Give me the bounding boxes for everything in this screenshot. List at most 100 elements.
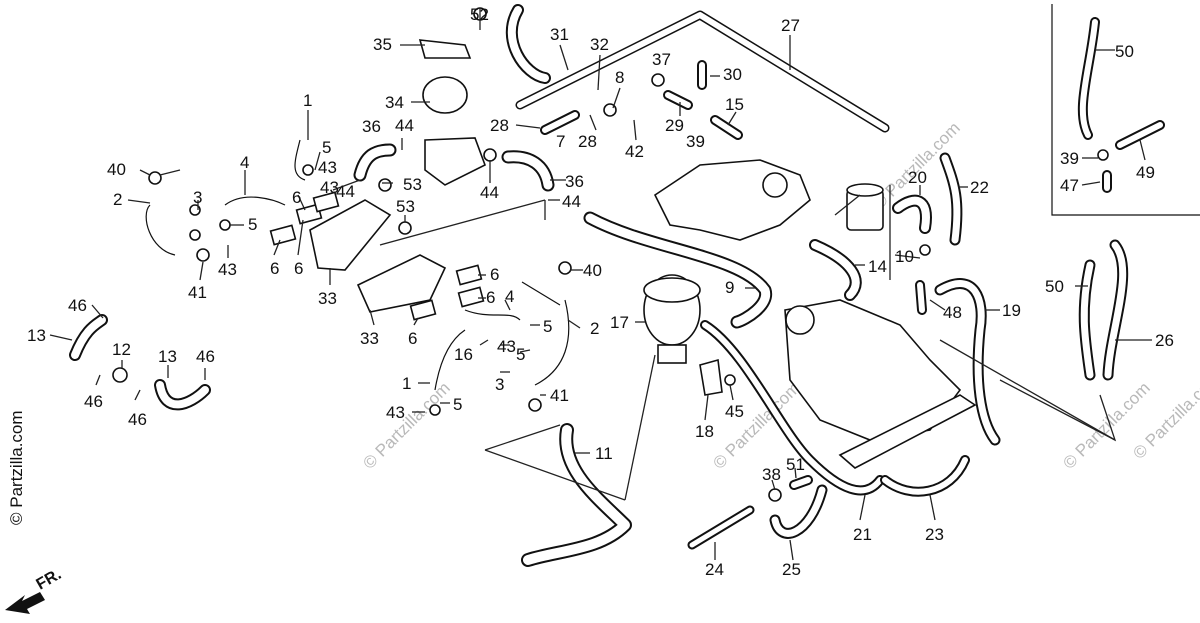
label-30[interactable]: 30: [723, 65, 742, 84]
label-53[interactable]: 53: [396, 197, 415, 216]
label-13[interactable]: 13: [158, 347, 177, 366]
label-2[interactable]: 2: [113, 190, 122, 209]
label-34[interactable]: 34: [385, 93, 404, 112]
label-53[interactable]: 53: [403, 175, 422, 194]
label-6[interactable]: 6: [490, 265, 499, 284]
label-33[interactable]: 33: [360, 329, 379, 348]
label-3[interactable]: 3: [495, 375, 504, 394]
label-49[interactable]: 49: [1136, 163, 1155, 182]
direction-label: FR.: [34, 566, 65, 594]
label-36[interactable]: 36: [362, 117, 381, 136]
label-44[interactable]: 44: [562, 192, 581, 211]
label-2[interactable]: 2: [590, 319, 599, 338]
label-43[interactable]: 43: [218, 260, 237, 279]
label-20[interactable]: 20: [908, 168, 927, 187]
label-37[interactable]: 37: [652, 50, 671, 69]
label-28[interactable]: 28: [490, 116, 509, 135]
air-block-lower: [356, 254, 447, 313]
label-40[interactable]: 40: [583, 261, 602, 280]
label-1[interactable]: 1: [402, 374, 411, 393]
label-42[interactable]: 42: [625, 142, 644, 161]
label-5[interactable]: 5: [453, 395, 462, 414]
label-39[interactable]: 39: [1060, 149, 1079, 168]
label-26[interactable]: 26: [1155, 331, 1174, 350]
label-4[interactable]: 4: [240, 153, 249, 172]
label-15[interactable]: 15: [725, 95, 744, 114]
label-8[interactable]: 8: [615, 68, 624, 87]
label-19[interactable]: 19: [1002, 301, 1021, 320]
label-6[interactable]: 6: [408, 329, 417, 348]
label-6[interactable]: 6: [292, 188, 301, 207]
label-46[interactable]: 46: [196, 347, 215, 366]
label-32[interactable]: 32: [590, 35, 609, 54]
label-46[interactable]: 46: [128, 410, 147, 429]
arrow-icon: [5, 592, 45, 614]
label-7[interactable]: 7: [556, 132, 565, 151]
label-6[interactable]: 6: [270, 259, 279, 278]
label-16[interactable]: 16: [454, 345, 473, 364]
label-27[interactable]: 27: [781, 16, 800, 35]
label-23[interactable]: 23: [925, 525, 944, 544]
label-12[interactable]: 12: [112, 340, 131, 359]
label-1[interactable]: 1: [303, 91, 312, 110]
label-41[interactable]: 41: [188, 283, 207, 302]
label-52[interactable]: 52: [470, 5, 489, 24]
label-48[interactable]: 48: [943, 303, 962, 322]
valve-bracket: [418, 39, 472, 59]
intake-manifold-upper: [653, 159, 811, 241]
label-41[interactable]: 41: [550, 386, 569, 405]
bracket: [699, 358, 723, 396]
label-5[interactable]: 5: [322, 138, 331, 157]
label-36[interactable]: 36: [565, 172, 584, 191]
air-block-upper: [309, 199, 392, 271]
label-29[interactable]: 29: [665, 116, 684, 135]
label-35[interactable]: 35: [373, 35, 392, 54]
label-50[interactable]: 50: [1115, 42, 1134, 61]
part-labels: 1 5 43 43 40 4 2 3 5 6 44 6 6 43 41 33 3…: [27, 5, 1174, 579]
label-25[interactable]: 25: [782, 560, 801, 579]
inset-border: [1051, 4, 1200, 216]
label-44[interactable]: 44: [395, 116, 414, 135]
label-17[interactable]: 17: [610, 313, 629, 332]
label-43[interactable]: 43: [497, 337, 516, 356]
label-43[interactable]: 43: [386, 403, 405, 422]
label-44[interactable]: 44: [336, 182, 355, 201]
label-14[interactable]: 14: [868, 257, 887, 276]
label-5[interactable]: 5: [248, 215, 257, 234]
label-44[interactable]: 44: [480, 183, 499, 202]
label-50[interactable]: 50: [1045, 277, 1064, 296]
label-51[interactable]: 51: [786, 455, 805, 474]
leader-lines: [49, 8, 1152, 561]
side-watermark: © Partzilla.com: [7, 410, 26, 525]
label-5[interactable]: 5: [516, 345, 525, 364]
label-46[interactable]: 46: [68, 296, 87, 315]
label-38[interactable]: 38: [762, 465, 781, 484]
label-21[interactable]: 21: [853, 525, 872, 544]
label-18[interactable]: 18: [695, 422, 714, 441]
control-valve: [424, 137, 486, 186]
label-9[interactable]: 9: [725, 278, 734, 297]
label-28[interactable]: 28: [578, 132, 597, 151]
label-4[interactable]: 4: [505, 287, 514, 306]
label-47[interactable]: 47: [1060, 176, 1079, 195]
label-6[interactable]: 6: [486, 288, 495, 307]
label-45[interactable]: 45: [725, 402, 744, 421]
label-24[interactable]: 24: [705, 560, 724, 579]
label-6[interactable]: 6: [294, 259, 303, 278]
label-11[interactable]: 11: [595, 444, 613, 463]
label-33[interactable]: 33: [318, 289, 337, 308]
label-22[interactable]: 22: [970, 178, 989, 197]
label-46[interactable]: 46: [84, 392, 103, 411]
components: [112, 7, 1109, 502]
label-31[interactable]: 31: [550, 25, 569, 44]
label-10[interactable]: 10: [895, 247, 914, 266]
label-39[interactable]: 39: [686, 132, 705, 151]
label-43[interactable]: 43: [320, 178, 339, 197]
hoses: [69, 4, 1165, 567]
label-13[interactable]: 13: [27, 326, 46, 345]
label-5[interactable]: 5: [543, 317, 552, 336]
label-43[interactable]: 43: [318, 158, 337, 177]
label-40[interactable]: 40: [107, 160, 126, 179]
label-3[interactable]: 3: [193, 188, 202, 207]
